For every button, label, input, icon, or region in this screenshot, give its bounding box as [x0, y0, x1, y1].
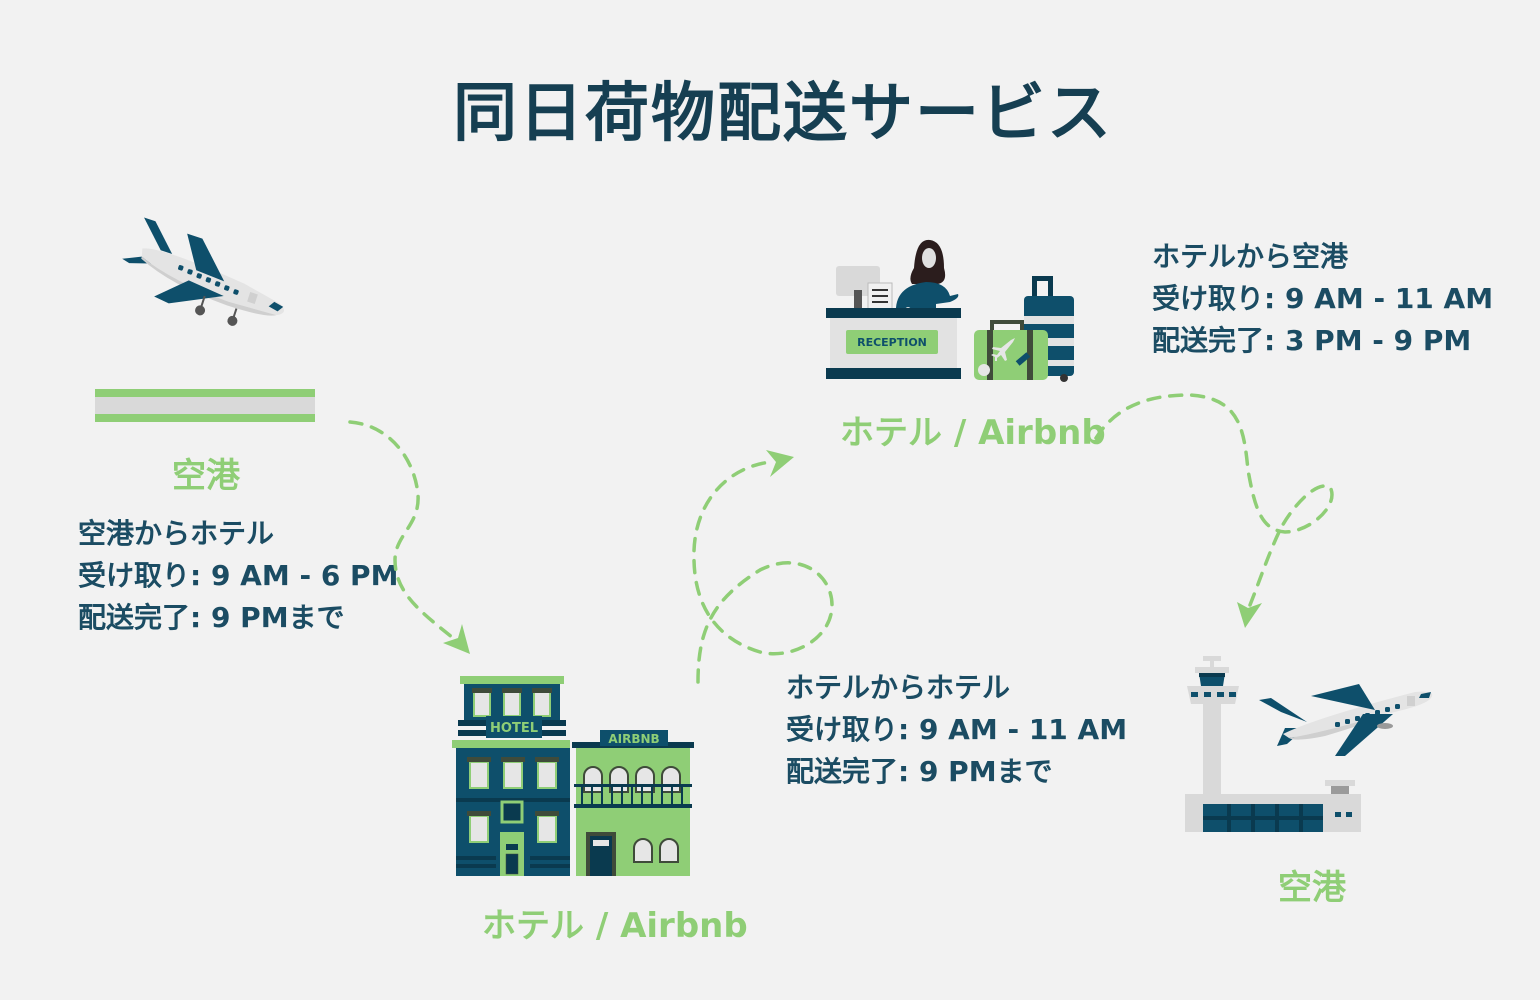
route-title: 空港からホテル	[78, 517, 275, 550]
route-delivery: 配送完了: 3 PM - 9 PM	[1152, 324, 1472, 357]
route-pickup: 受け取り: 9 AM - 6 PM	[78, 559, 399, 592]
route-delivery: 配送完了: 9 PMまで	[78, 601, 345, 634]
arrow-hotel-to-hotel	[692, 460, 834, 684]
route-hotel-to-airport: ホテルから空港 受け取り: 9 AM - 11 AM 配送完了: 3 PM - …	[1152, 236, 1493, 362]
arrowhead-1	[443, 624, 470, 654]
airport-tower-takeoff-icon	[1185, 656, 1433, 832]
route-airport-to-hotel: 空港からホテル 受け取り: 9 AM - 6 PM 配送完了: 9 PMまで	[78, 513, 398, 639]
reception-sign: RECEPTION	[857, 336, 927, 349]
arrow-hotel-to-airport	[1094, 393, 1334, 607]
arrowhead-2	[766, 450, 794, 477]
airbnb-sign: AIRBNB	[608, 732, 659, 746]
hotel-bottom-label: ホテル / Airbnb	[482, 906, 748, 946]
runway-icon	[95, 389, 315, 422]
route-hotel-to-hotel: ホテルからホテル 受け取り: 9 AM - 11 AM 配送完了: 9 PMまで	[786, 667, 1127, 793]
hotel-airbnb-buildings-icon: HOTEL AIRBNB	[452, 676, 694, 876]
route-delivery: 配送完了: 9 PMまで	[786, 755, 1053, 788]
page-title: 同日荷物配送サービス	[453, 77, 1113, 151]
hotel-top-label: ホテル / Airbnb	[840, 413, 1106, 453]
airport-start-label: 空港	[172, 456, 240, 496]
route-title: ホテルからホテル	[786, 671, 1011, 704]
airport-end-label: 空港	[1278, 868, 1346, 908]
landing-airplane-icon	[122, 217, 284, 326]
route-pickup: 受け取り: 9 AM - 11 AM	[1152, 282, 1494, 315]
arrowhead-3	[1237, 602, 1262, 628]
route-pickup: 受け取り: 9 AM - 11 AM	[786, 713, 1128, 746]
hotel-sign: HOTEL	[490, 721, 538, 736]
arrow-airport-to-hotel	[348, 420, 460, 644]
reception-desk-icon: RECEPTION	[826, 239, 1074, 382]
route-title: ホテルから空港	[1152, 240, 1349, 273]
